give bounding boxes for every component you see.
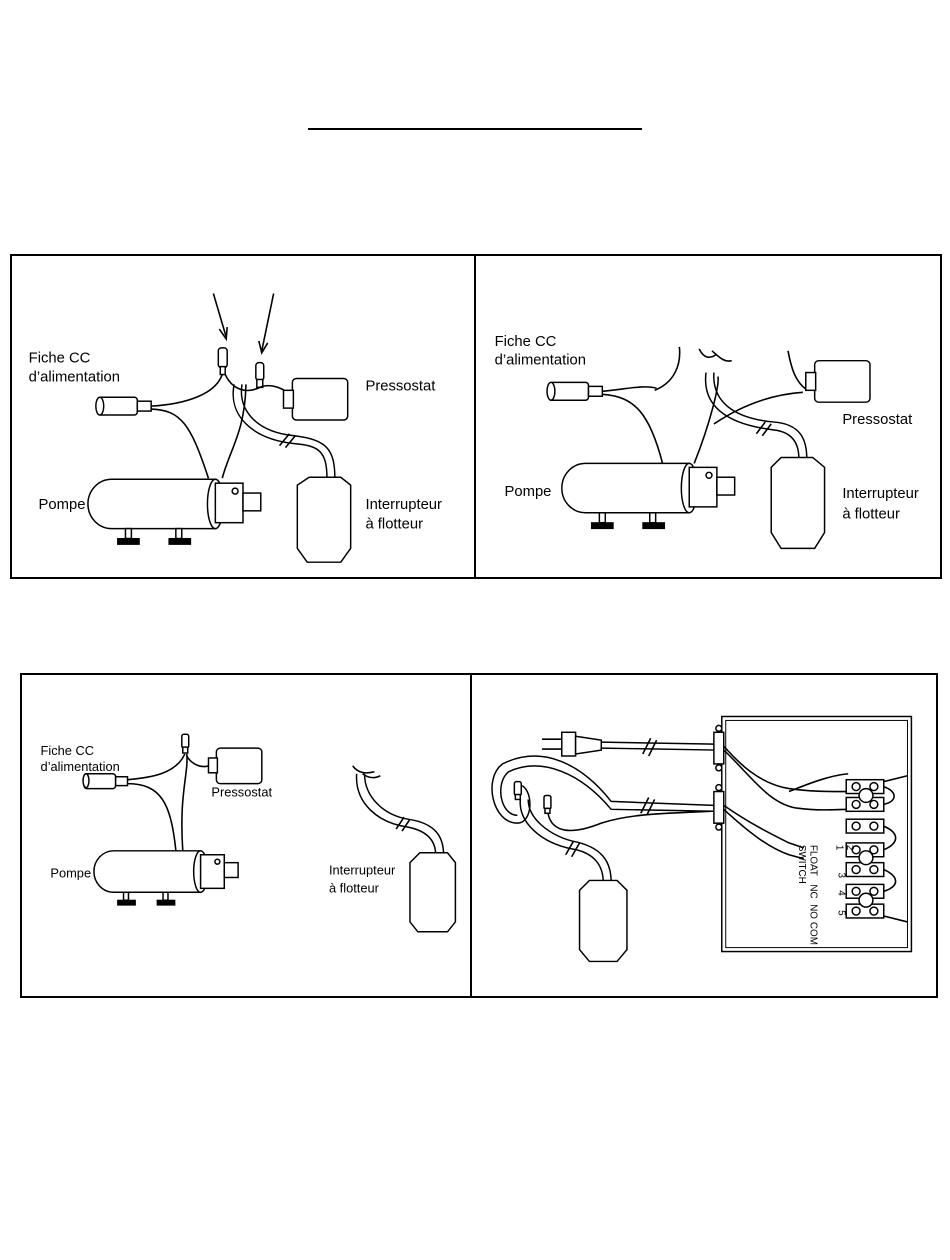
panel-2-drawing: Fiche CC d’alimentation Pressostat Pompe… <box>476 256 940 577</box>
ac-cord <box>601 742 715 750</box>
bullet-connector-1 <box>218 348 227 375</box>
pump-wire <box>182 754 187 851</box>
terminal-number-2: 2 <box>844 845 855 850</box>
float-switch <box>410 853 455 932</box>
float-switch-label-line2: à flotteur <box>842 507 900 523</box>
float-switch-label-line1: Interrupteur <box>329 863 396 878</box>
pump-label: Pompe <box>505 484 552 500</box>
pressure-switch <box>208 748 261 784</box>
float-switch-label-line1: Interrupteur <box>365 497 442 513</box>
bullet-connector-2 <box>256 363 264 388</box>
cut-wire-end-1 <box>655 347 680 390</box>
float-cable <box>520 799 603 882</box>
dc-plug-label-line1: Fiche CC <box>41 743 94 758</box>
float-switch-terminal-label-line2: SWITCH <box>796 845 807 884</box>
dc-plug-label-line1: Fiche CC <box>29 351 91 367</box>
cut-wire-end-3 <box>788 351 808 391</box>
pump-cord-break-mark <box>641 797 655 815</box>
panel-4-drawing: 1 2 3 4 5 FLOAT SWITCH NC NO COM <box>472 675 936 996</box>
plug-to-pump-wire <box>151 409 208 478</box>
float-switch <box>580 880 627 961</box>
connector-arrows <box>213 294 273 353</box>
pressure-switch-label: Pressostat <box>842 412 912 428</box>
no-terminal-label: NO <box>808 904 819 919</box>
plug-to-pump-wire <box>127 784 175 851</box>
pump <box>94 851 238 905</box>
terminal-number-3: 3 <box>835 873 846 879</box>
dc-plug-label-line2: d’alimentation <box>495 353 586 369</box>
diagram-panel-disconnected-wiring: Fiche CC d’alimentation Pressostat Pompe… <box>474 254 942 579</box>
float-switch-label-line2: à flotteur <box>329 880 380 895</box>
pump <box>562 463 735 528</box>
float-cable <box>357 774 436 855</box>
ac-plug <box>542 732 601 756</box>
float-switch-label-line2: à flotteur <box>365 517 423 533</box>
dc-plug <box>83 774 127 789</box>
bullet-connector <box>182 734 189 753</box>
pump-label: Pompe <box>50 865 91 880</box>
dc-plug <box>547 382 602 400</box>
diagram-panel-original-wiring: Fiche CC d’alimentation Pressostat Pompe… <box>10 254 476 579</box>
terminal-number-4: 4 <box>835 890 846 896</box>
dc-plug-label-line1: Fiche CC <box>495 334 557 350</box>
pressure-switch <box>806 361 870 402</box>
plug-wire <box>151 375 222 407</box>
dc-plug-label-line2: d’alimentation <box>29 369 120 385</box>
bullet-connector-2 <box>544 795 551 813</box>
diagram-panel-separated-components: Fiche CC d’alimentation Pressostat Pompe… <box>20 673 474 998</box>
float-cable <box>706 373 799 459</box>
plug-wire <box>127 754 184 780</box>
pressure-switch <box>283 378 347 419</box>
plug-to-pump-wire <box>602 394 662 463</box>
float-switch-label-line1: Interrupteur <box>842 486 919 502</box>
strain-relief-bottom <box>714 785 724 830</box>
float-switch <box>771 457 824 548</box>
strain-relief-top <box>714 725 724 770</box>
bullet-connector-1 <box>514 782 521 800</box>
plug-wire <box>602 387 656 391</box>
pump <box>88 479 261 544</box>
terminal-number-5: 5 <box>835 910 846 916</box>
nc-terminal-label: NC <box>808 884 819 898</box>
dc-plug-label-line2: d’alimentation <box>41 759 120 774</box>
title-underline <box>308 128 642 130</box>
pressure-switch-label: Pressostat <box>365 378 435 394</box>
ac-cord-break-mark <box>643 738 657 756</box>
float-switch-terminal-label-line1: FLOAT <box>808 845 819 876</box>
panel-1-drawing: Fiche CC d’alimentation Pressostat Pompe… <box>12 256 474 577</box>
float-switch <box>297 477 350 562</box>
panel-3-drawing: Fiche CC d’alimentation Pressostat Pompe… <box>22 675 472 996</box>
pump-label: Pompe <box>39 497 86 513</box>
terminal-number-1: 1 <box>833 845 844 850</box>
diagram-panel-terminal-box: 1 2 3 4 5 FLOAT SWITCH NC NO COM <box>470 673 938 998</box>
cut-wire-end-2 <box>699 349 732 361</box>
pressure-switch-label: Pressostat <box>211 784 272 799</box>
dc-plug <box>96 397 151 415</box>
com-terminal-label: COM <box>808 922 819 945</box>
jumper-wire <box>225 375 260 391</box>
